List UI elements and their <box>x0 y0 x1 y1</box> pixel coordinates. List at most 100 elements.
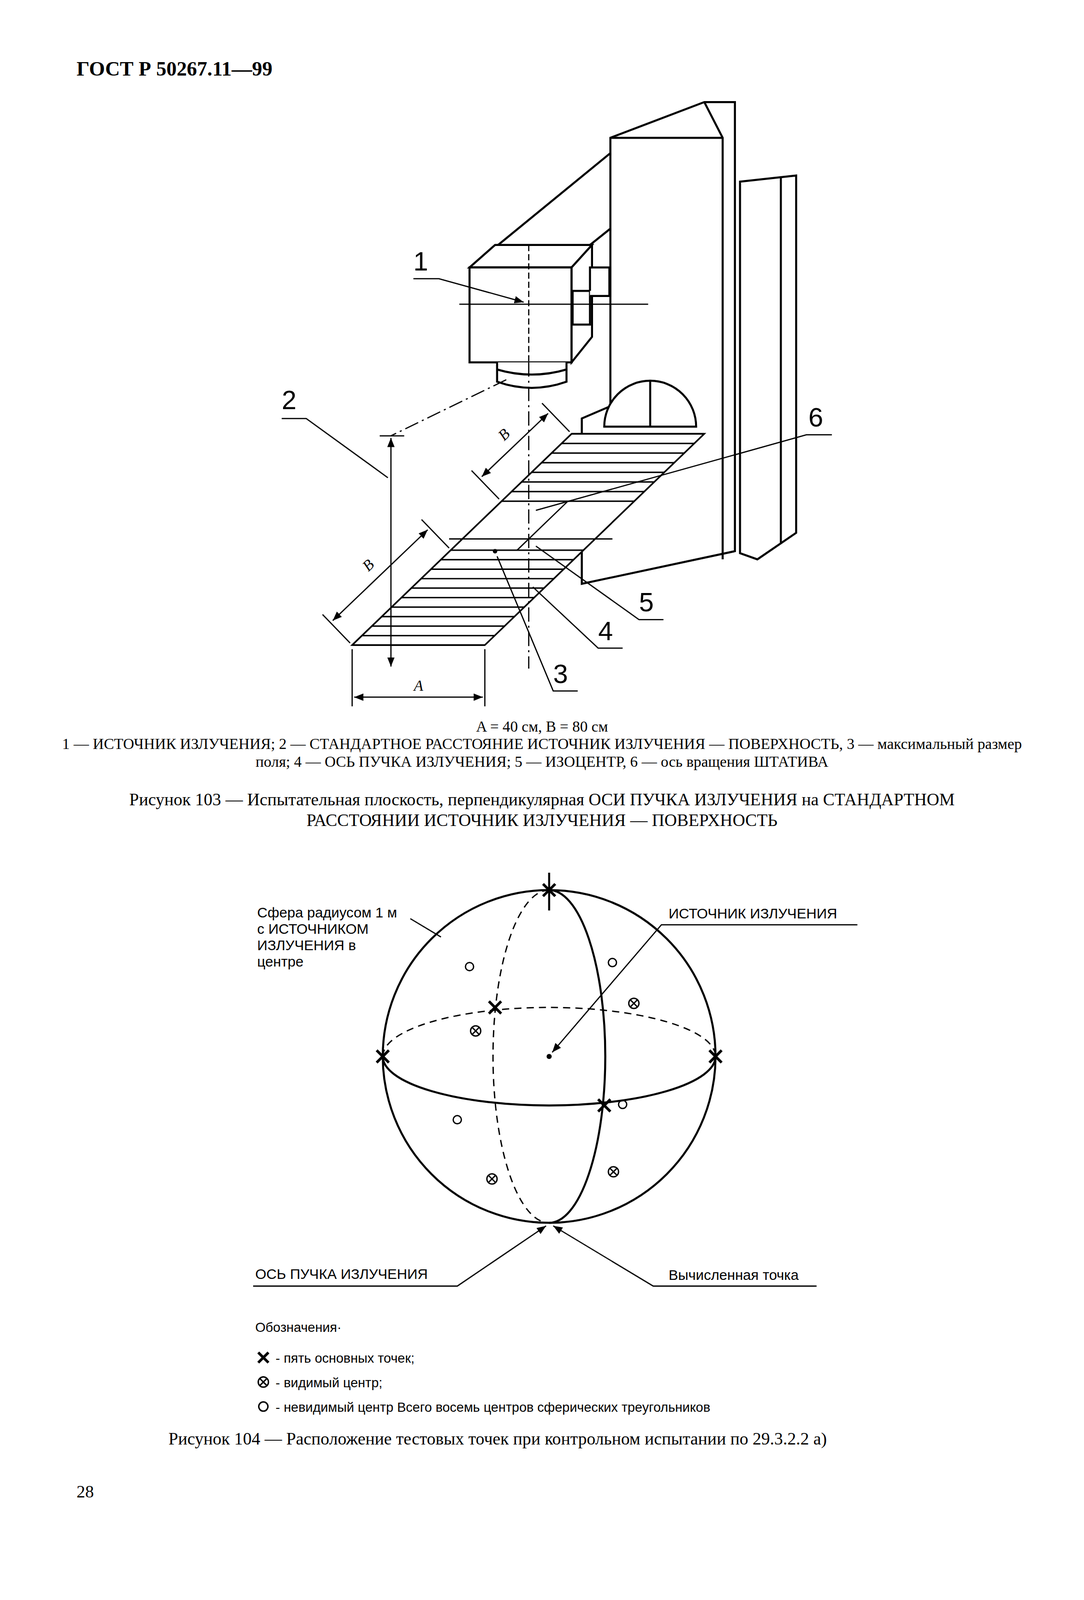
legend-symbol <box>255 1398 272 1415</box>
dimension-lines <box>332 529 428 621</box>
callout-label: Сфера радиусом 1 м с ИСТОЧНИКОМ ИЗЛУЧЕНИ… <box>257 904 402 971</box>
legend-symbol <box>258 1352 269 1363</box>
invisible-centres <box>618 1100 627 1109</box>
leader-lines <box>497 556 579 692</box>
leader-lines <box>532 586 623 648</box>
visible-centres <box>486 1174 497 1185</box>
sphere <box>549 890 606 1223</box>
radiation-head <box>497 362 567 388</box>
gantry-stand <box>704 102 723 560</box>
legend-symbol <box>258 1402 269 1412</box>
visible-centres <box>608 1166 619 1177</box>
visible-centres <box>630 999 638 1007</box>
legend-text: - видимый центр; <box>275 1374 383 1390</box>
callout-label: Вычисленная точка <box>668 1266 799 1284</box>
test-plane <box>541 462 675 464</box>
sphere-leaders <box>553 1225 817 1287</box>
legend-symbol <box>258 1402 269 1412</box>
main-points <box>709 1050 722 1063</box>
legend-item: - невидимый центр Всего восемь центров с… <box>255 1394 710 1420</box>
callout-number: 4 <box>598 617 614 645</box>
gantry-stand <box>610 136 723 139</box>
beam-axis <box>528 362 530 669</box>
test-plane <box>352 644 486 646</box>
legend-text: - пять основных точек; <box>275 1349 415 1366</box>
test-plane <box>511 490 645 493</box>
legend: - пять основных точек; - видимый центр; - … <box>255 1345 710 1420</box>
leader-lines <box>413 278 524 303</box>
callout-number: 6 <box>808 404 824 431</box>
legend-symbol <box>259 1378 268 1386</box>
sphere-leaders <box>410 918 441 937</box>
test-plane <box>430 568 564 570</box>
legend-symbol <box>255 1373 272 1391</box>
source-crosshair <box>459 245 648 363</box>
sphere <box>546 1053 553 1059</box>
page-number: 28 <box>76 1482 94 1502</box>
test-plane <box>571 433 705 435</box>
invisible-centres <box>453 958 627 1124</box>
sphere <box>492 890 550 1223</box>
dimension-lines <box>379 435 405 437</box>
gantry-arm <box>498 153 611 246</box>
legend-symbol <box>258 1377 269 1388</box>
sphere-leaders <box>552 924 858 1053</box>
radiation-head <box>469 245 610 388</box>
main-points <box>542 883 555 896</box>
sphere <box>382 1007 716 1057</box>
beam-axis <box>390 379 507 437</box>
test-plane <box>361 634 495 637</box>
legend-symbol <box>255 1349 272 1366</box>
dimension-lines <box>421 519 450 548</box>
source-crosshair <box>528 245 530 363</box>
test-plane <box>391 606 525 608</box>
dimension-lines <box>390 438 392 667</box>
figure-key: 1 — ИСТОЧНИК ИЗЛУЧЕНИЯ; 2 — СТАНДАРТНОЕ … <box>57 735 1028 772</box>
dimension-label: B <box>359 556 377 575</box>
test-plane <box>531 471 665 474</box>
leader-lines <box>281 418 388 478</box>
test-plane <box>381 616 515 618</box>
leader-lines <box>535 434 832 511</box>
leader-lines <box>281 278 832 692</box>
gantry-arm <box>498 153 611 246</box>
visible-centres <box>488 1175 496 1183</box>
test-plane <box>561 442 695 445</box>
test-plane <box>411 587 544 589</box>
main-points <box>376 1050 389 1063</box>
callout-label: ОСЬ ПУЧКА ИЗЛУЧЕНИЯ <box>255 1265 428 1282</box>
callout-number: 2 <box>281 387 297 414</box>
test-plane <box>421 578 555 580</box>
test-plane <box>372 625 505 627</box>
beam-axis <box>449 538 613 540</box>
invisible-centres <box>465 962 474 971</box>
sphere-leaders <box>253 918 858 1286</box>
hemisphere-symbol <box>604 380 697 427</box>
radiation-head <box>469 267 572 363</box>
running-header: ГОСТ Р 50267.11—99 <box>76 57 273 81</box>
radiation-head <box>572 290 591 325</box>
radiation-head <box>590 267 610 297</box>
callout-number: 3 <box>553 660 568 687</box>
dimension-lines <box>542 403 570 432</box>
gantry-stand <box>779 177 782 543</box>
callout-number: 5 <box>638 589 654 616</box>
dimension-lines <box>351 649 353 707</box>
gantry-stand <box>739 175 797 560</box>
dimension-lines <box>322 614 350 644</box>
hemisphere-symbol <box>649 380 652 427</box>
dimension-lines <box>354 696 483 698</box>
visible-centres <box>628 998 639 1009</box>
leader-lines <box>535 545 664 620</box>
radiation-head <box>497 369 567 375</box>
dimension-lines <box>322 403 570 707</box>
callout-number: 1 <box>413 247 429 275</box>
hemisphere-symbol <box>604 380 697 427</box>
legend-item: - пять основных точек; <box>255 1345 710 1370</box>
sphere <box>382 1056 716 1106</box>
figure-caption: Рисунок 104 — Расположение тестовых точе… <box>168 1429 827 1449</box>
beam-axis <box>492 548 498 554</box>
legend-symbol <box>258 1377 269 1388</box>
